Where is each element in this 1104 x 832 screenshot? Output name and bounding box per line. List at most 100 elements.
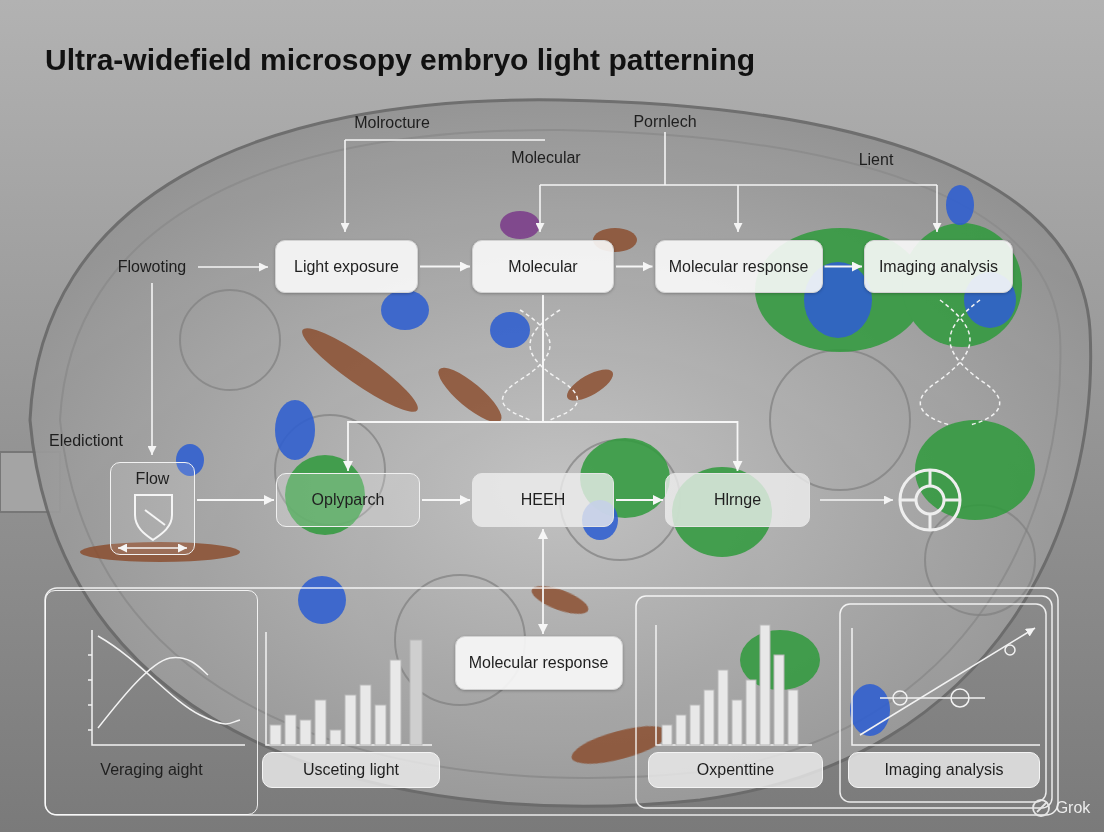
chart-label-box: Usceting light: [262, 752, 440, 788]
annotation-label: Lient: [859, 150, 894, 169]
bracket-lines: [936, 185, 938, 232]
bar-chart-middle: [410, 640, 422, 745]
bar-chart-middle: [300, 720, 311, 745]
chart-label-box: Imaging analysis: [848, 752, 1040, 788]
bar-chart-middle: [266, 632, 432, 745]
bar-chart-right: [676, 715, 686, 745]
connector-arrow: [616, 499, 663, 501]
node-text: Oplyparch: [312, 490, 385, 510]
node-text: Imaging analysis: [879, 257, 998, 277]
process-box: Hlrnge: [665, 473, 810, 527]
cell-nuclei: [946, 185, 974, 225]
bar-chart-middle: [285, 715, 296, 745]
bar-chart-middle: [270, 725, 281, 745]
cell-outlines: [925, 505, 1035, 615]
annotation-label: Eledictiont: [49, 431, 123, 450]
node-text: Molecular response: [669, 257, 809, 277]
embryo-outline: [30, 100, 1091, 806]
bar-chart-middle: [390, 660, 401, 745]
watermark: Grok: [1056, 798, 1091, 817]
bracket-lines: [151, 283, 153, 455]
line-chart-right: [860, 628, 1035, 735]
brown-streaks: [528, 580, 591, 619]
bar-chart-right: [656, 625, 812, 745]
bar-chart-right: [718, 670, 728, 745]
node-text: Molecular: [508, 257, 577, 277]
process-box: Imaging analysis: [864, 240, 1013, 293]
node-text: Veraging aight: [100, 760, 202, 780]
node-text: Hlrnge: [714, 490, 761, 510]
line-chart-left: [92, 630, 245, 745]
brown-streaks: [295, 318, 426, 421]
bracket-lines: [344, 140, 346, 232]
process-box: Oplyparch: [276, 473, 420, 527]
dna-helix: [950, 300, 1000, 425]
node-text: Flow: [136, 469, 170, 489]
panel-outlines: [840, 604, 1046, 802]
line-chart-left: [88, 655, 92, 730]
bar-chart-middle: [375, 705, 386, 745]
watermark-icon: [1033, 800, 1049, 816]
cell-nuclei: [176, 185, 1016, 736]
bracket-lines: [539, 185, 541, 232]
connector-arrow: [422, 499, 470, 501]
connector-arrow: [825, 266, 863, 268]
purple-cell: [500, 211, 540, 239]
process-box: Molecular response: [455, 636, 623, 690]
node-text: Light exposure: [294, 257, 399, 277]
bar-chart-middle: [315, 700, 326, 745]
process-box: Light exposure: [275, 240, 418, 293]
line-chart-left: [98, 636, 240, 724]
cell-outlines: [770, 350, 910, 490]
flow-box: Flow: [110, 462, 195, 555]
panel-outlines: [636, 596, 1052, 808]
ring-icon: [900, 470, 960, 530]
diagram-title: Ultra-widefield microsopy embryo light p…: [45, 42, 755, 78]
brown-streaks: [562, 363, 617, 406]
watermark-icon: [1033, 800, 1049, 816]
line-chart-left: [98, 658, 208, 728]
annotation-label: Flowoting: [118, 257, 186, 276]
dna-helix: [530, 310, 577, 420]
connector-arrow: [543, 295, 738, 471]
ring-icon: [916, 486, 944, 514]
panel-outlines: [45, 588, 1058, 815]
bar-chart-right: [704, 690, 714, 745]
panel-outlines: [45, 588, 1058, 815]
bar-chart-middle: [345, 695, 356, 745]
bar-chart-middle: [330, 730, 341, 745]
connector-arrow: [197, 499, 274, 501]
cell-outlines: [180, 290, 1035, 705]
connector-arrow: [616, 266, 653, 268]
bar-chart-middle: [266, 632, 432, 745]
node-text: Imaging analysis: [884, 760, 1003, 780]
node-text: HEEH: [521, 490, 565, 510]
line-chart-right: [951, 689, 969, 707]
embryo-outline: [60, 130, 1060, 778]
node-text: Molecular response: [469, 653, 609, 673]
process-box: Molecular response: [655, 240, 823, 293]
bar-chart-right: [760, 625, 770, 745]
cell-nuclei: [275, 400, 315, 460]
dna-helix: [503, 300, 1000, 425]
bar-chart-right: [732, 700, 742, 745]
ring-icon: [900, 470, 960, 530]
bracket-lines: [737, 185, 739, 232]
node-text: Oxpenttine: [697, 760, 774, 780]
annotation-label: Molecular: [511, 148, 580, 167]
green-cells: [285, 223, 1035, 690]
cell-nuclei: [490, 312, 530, 348]
bar-chart-right: [746, 680, 756, 745]
embryo-outline: [0, 100, 1091, 806]
connector-arrow: [348, 295, 543, 471]
line-chart-right: [852, 628, 1040, 745]
brown-streaks: [432, 360, 509, 430]
process-box: HEEH: [472, 473, 614, 527]
bar-chart-right: [656, 625, 812, 745]
line-chart-right: [893, 691, 907, 705]
ring-icon: [900, 470, 960, 530]
cell-nuclei: [298, 576, 346, 624]
